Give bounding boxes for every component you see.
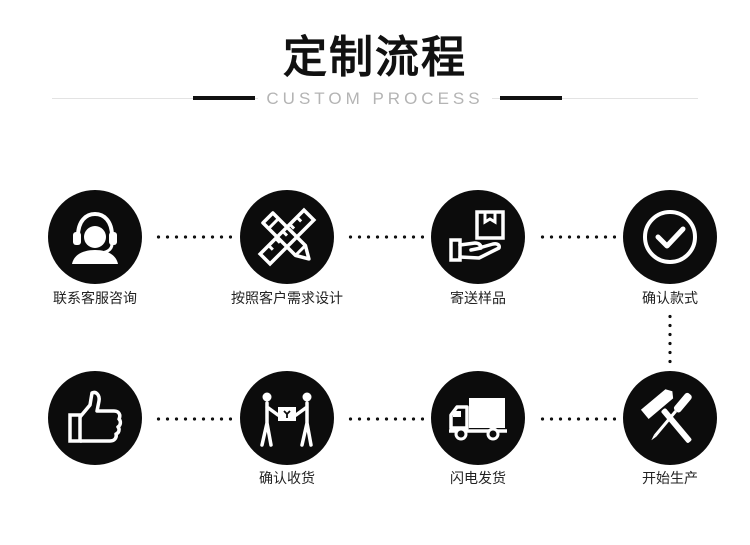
step-production-label: 开始生产 — [642, 471, 698, 487]
page-subtitle: CUSTOM PROCESS — [0, 88, 750, 110]
hand-box-icon — [449, 210, 505, 262]
step-design-label: 按照客户需求设计 — [231, 291, 343, 307]
headset-icon — [72, 211, 118, 264]
thumbs-up-icon — [68, 390, 123, 443]
ruler-pencil-icon — [257, 207, 317, 267]
people-handover-icon — [260, 392, 313, 447]
connector-dots-5 — [346, 417, 424, 421]
connector-dots-3 — [538, 235, 616, 239]
hammer-screwdriver-icon — [640, 389, 692, 443]
step-contact-label: 联系客服咨询 — [53, 291, 137, 307]
step-confirm-style-circle — [623, 190, 717, 284]
step-confirm-style-label: 确认款式 — [642, 291, 698, 307]
step-contact-circle — [48, 190, 142, 284]
step-design-circle — [240, 190, 334, 284]
step-production-circle — [623, 371, 717, 465]
page-title: 定制流程 — [283, 32, 467, 83]
step-receipt-label: 确认收货 — [259, 471, 315, 487]
connector-dots-4 — [538, 417, 616, 421]
checkmark-icon — [643, 210, 697, 264]
page-subtitle-text: CUSTOM PROCESS — [258, 89, 492, 108]
header-rule-right — [500, 96, 562, 100]
connector-dots-2 — [346, 235, 424, 239]
step-satisfied-circle — [48, 371, 142, 465]
header-rule-left — [193, 96, 255, 100]
step-sample-circle — [431, 190, 525, 284]
step-receipt-circle — [240, 371, 334, 465]
delivery-truck-icon — [449, 398, 507, 441]
step-shipping-label: 闪电发货 — [450, 471, 506, 487]
step-shipping-circle — [431, 371, 525, 465]
connector-dots-1 — [154, 235, 232, 239]
step-sample-label: 寄送样品 — [450, 291, 506, 307]
connector-dots-6 — [154, 417, 232, 421]
connector-dots-vertical — [668, 312, 672, 366]
